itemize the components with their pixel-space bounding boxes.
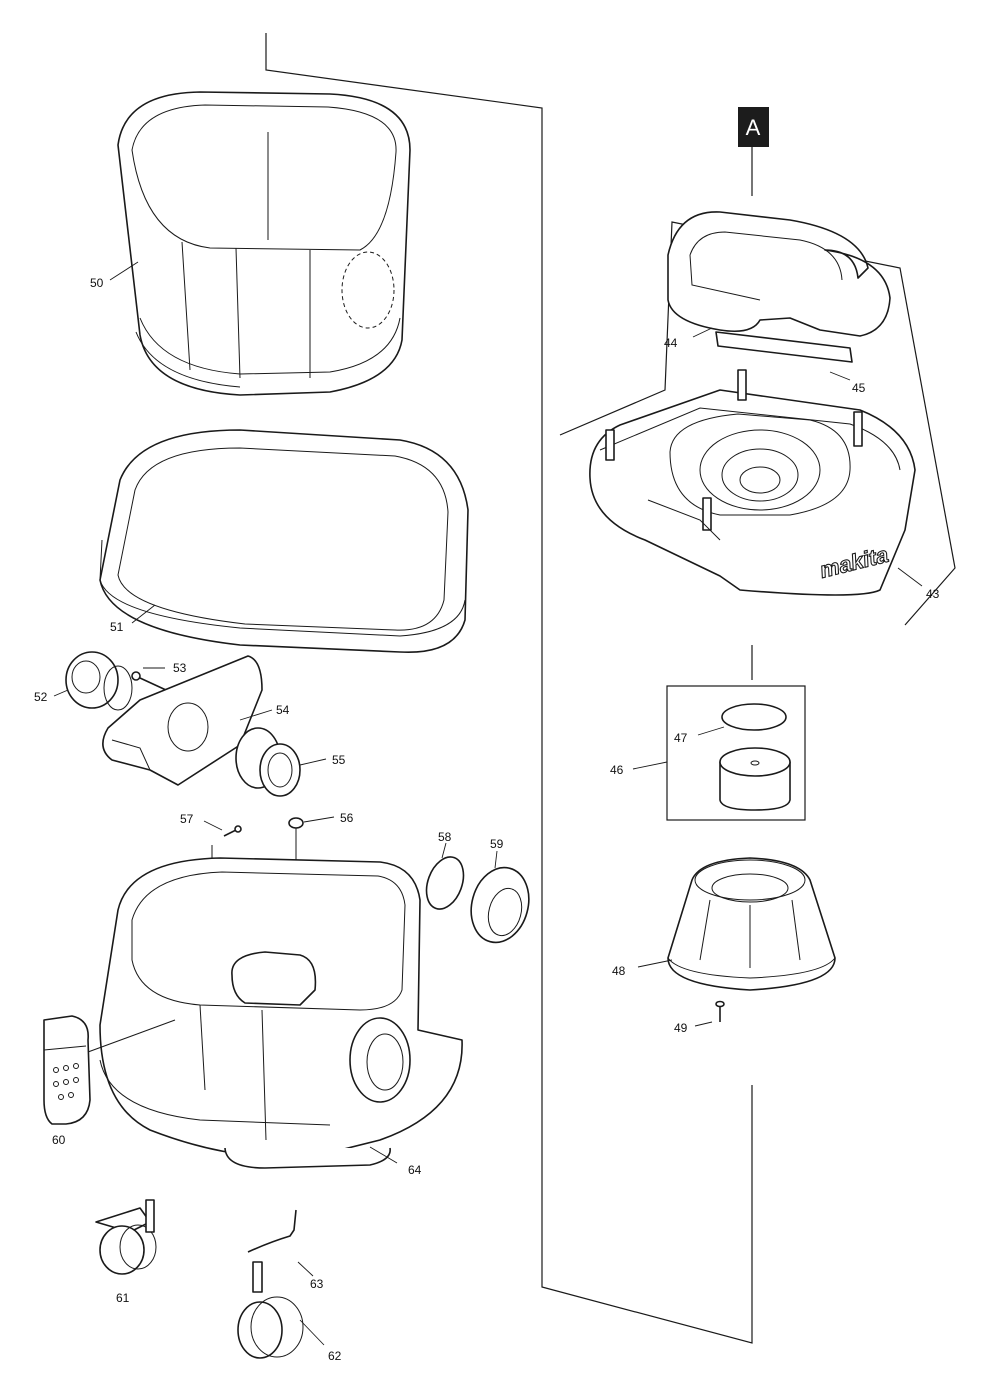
section-marker-a: A [738, 107, 769, 147]
caster-part-62 [237, 1261, 304, 1359]
callout-labels: 43 44 45 46 47 48 49 50 51 52 53 54 55 5… [34, 276, 940, 1363]
callout-51: 51 [110, 620, 124, 634]
filter-cup-part-47 [719, 747, 791, 811]
callout-49: 49 [674, 1021, 688, 1035]
flange-part-59 [470, 866, 530, 944]
o-ring-part-58 [425, 856, 465, 910]
svg-text:A: A [746, 115, 761, 140]
top-cushion-part-44 [667, 211, 891, 337]
filter-frame-part-51 [99, 429, 469, 654]
baffle-plate-part-54 [102, 655, 263, 786]
inlet-part-55 [235, 727, 301, 797]
callout-57: 57 [180, 812, 194, 826]
strip-part-45 [715, 331, 853, 363]
filter-disc-part-47 [721, 703, 787, 731]
callout-60: 60 [52, 1133, 66, 1147]
callout-52: 52 [34, 690, 48, 704]
spring-wire-part-63 [247, 1209, 297, 1253]
head-cover-part-43: makita [589, 369, 916, 596]
callout-63: 63 [310, 1277, 324, 1291]
tank-upper-part-50 [117, 91, 411, 396]
callout-62: 62 [328, 1349, 342, 1363]
callout-47: 47 [674, 731, 688, 745]
callout-58: 58 [438, 830, 452, 844]
callout-44: 44 [664, 336, 678, 350]
callout-43: 43 [926, 587, 940, 601]
callout-50: 50 [90, 276, 104, 290]
callout-61: 61 [116, 1291, 130, 1305]
leader-lines [53, 261, 923, 1346]
callout-48: 48 [612, 964, 626, 978]
latch-plate-part-60 [43, 1015, 176, 1125]
callout-46: 46 [610, 763, 624, 777]
hose-ring-part-52 [65, 651, 133, 711]
callout-64: 64 [408, 1163, 422, 1177]
callout-45: 45 [852, 381, 866, 395]
caster-part-61 [95, 1199, 157, 1275]
callout-56: 56 [340, 811, 354, 825]
callout-54: 54 [276, 703, 290, 717]
screw-part-49 [715, 1000, 725, 1022]
callout-59: 59 [490, 837, 504, 851]
screw-part-53 [131, 671, 167, 691]
filter-cage-part-48 [667, 857, 836, 991]
callout-53: 53 [173, 661, 187, 675]
callout-55: 55 [332, 753, 346, 767]
tank-body-part-64 [99, 857, 463, 1169]
filter-kit-box-part-46 [666, 685, 806, 821]
